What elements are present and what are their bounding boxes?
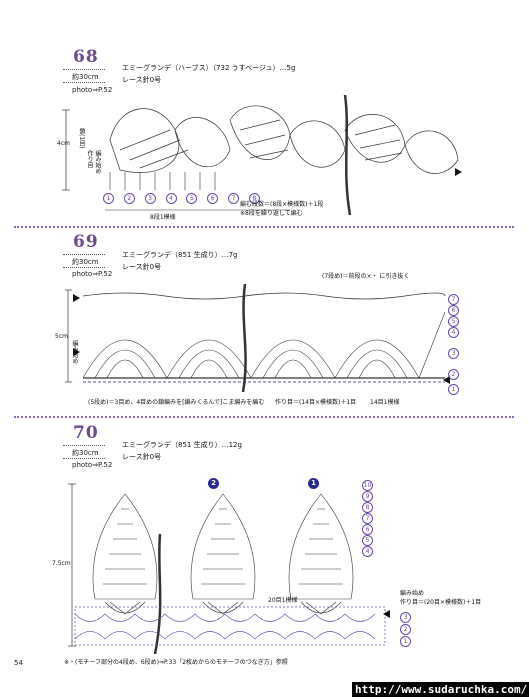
pattern-70-hook: レース針0号 (122, 453, 162, 461)
row-number: 7 (362, 513, 373, 524)
row-number: 6 (362, 524, 373, 535)
row-number: 2 (448, 369, 459, 380)
pattern-69-height: 5cm (55, 333, 68, 340)
pattern-70-footnote: ※・(モチーフ部分の4段め、6段め)⇒P.33「2枚めからのモチーフのつなぎ方」… (64, 659, 288, 666)
pattern-68-row-markers: 1 2 3 4 5 6 7 8 (103, 193, 260, 204)
row-number: 3 (144, 193, 156, 204)
pattern-69-repeat-label: 14目1模様 (370, 399, 400, 406)
row-number: 5 (448, 316, 459, 327)
pattern-70-foundation-note: 作り目＝(20目×模様数)＋1目 (400, 599, 482, 606)
row-number: 8 (248, 193, 260, 204)
pattern-70-size: 約30cm (72, 449, 99, 457)
row-number: 6 (207, 193, 219, 204)
watermark: http://www.sudaruchka.com/ (352, 682, 529, 697)
pattern-70-photo-ref: photo⇒P.52 (72, 461, 113, 469)
pattern-68-side-label: 編み始め (94, 150, 101, 174)
motif-label-2: 2 (208, 478, 219, 489)
page-number: 54 (14, 659, 23, 667)
pattern-68-number: 68 (73, 47, 99, 67)
pattern-69-size: 約30cm (72, 258, 99, 266)
row-number: 7 (448, 294, 459, 305)
pattern-70-yarn: エミーグランデ（851 生成り）…12g (122, 441, 242, 449)
row-number: 3 (400, 612, 411, 623)
pattern-68-side-label: 鎖(1目) (78, 128, 85, 149)
divider-dots (63, 254, 105, 255)
row-number: 10 (362, 480, 373, 491)
row-number: 3 (448, 348, 459, 359)
row-number: 2 (400, 624, 411, 635)
pattern-68-side-label: 作り目 (86, 150, 93, 168)
row-number: 9 (362, 491, 373, 502)
section-divider (14, 416, 514, 418)
divider-dots (63, 69, 105, 70)
pattern-70-start-note: 編み始め (400, 590, 425, 597)
pattern-69-yarn: エミーグランデ（851 生成り）…7g (122, 251, 238, 259)
row-number: 1 (103, 193, 114, 204)
pattern-68-height: 4cm (57, 140, 70, 147)
pattern-69-top-note: (7段め)＝前段の×・ に引き抜く (322, 273, 410, 280)
pattern-70-repeat-label: 20目1模様 (268, 597, 298, 604)
pattern-68-size: 約30cm (72, 73, 99, 81)
divider-dots (63, 458, 105, 459)
pattern-69-hook: レース針0号 (122, 263, 162, 271)
pattern-68-yarn: エミーグランデ（ハーブス）（732 うすベージュ）…5g (122, 64, 296, 72)
row-number: 5 (186, 193, 198, 204)
pattern-69-bottom-note: (5段め)＝3目め、4目めの鎖編みを[編みくるんで]こま編みを編む (88, 399, 265, 406)
pattern-68-repeat-label: 8段1模様 (150, 214, 176, 221)
pattern-69-foundation-note: 作り目＝(14目×模様数)＋1目 (275, 399, 357, 406)
row-number: 4 (448, 327, 459, 338)
pattern-68-chart (62, 94, 462, 216)
divider-dots (63, 82, 105, 83)
pattern-68-rows-note: 編む段数＝(8段×模様数)＋1段 (240, 201, 324, 208)
section-divider (14, 226, 514, 228)
row-number: 7 (228, 193, 240, 204)
pattern-68-repeat-note: ※8段を繰り返して編む (240, 210, 303, 217)
pattern-69-number: 69 (73, 232, 99, 252)
pattern-68-photo-ref: photo⇒P.52 (72, 86, 113, 94)
pattern-69-chart (65, 283, 450, 392)
pattern-70-chart (68, 483, 390, 654)
row-number: 2 (123, 193, 135, 204)
row-number: 1 (400, 636, 411, 647)
pattern-70-row-markers-base: 3 2 1 (400, 612, 414, 648)
row-number: 4 (165, 193, 177, 204)
pattern-70-height: 7.5cm (52, 560, 71, 567)
pattern-70-number: 70 (73, 423, 99, 443)
divider-dots (63, 267, 105, 268)
row-number: 1 (448, 384, 459, 395)
pattern-70-row-markers: 10 9 8 7 6 5 4 (362, 480, 376, 557)
divider-dots (63, 445, 105, 446)
row-number: 5 (362, 535, 373, 546)
pattern-69-row-markers: 7 6 5 4 3 2 1 (448, 294, 460, 395)
pattern-69-photo-ref: photo⇒P.52 (72, 270, 113, 278)
row-number: 8 (362, 502, 373, 513)
pattern-68-hook: レース針0号 (122, 76, 162, 84)
row-number: 4 (362, 546, 373, 557)
motif-label-1: 1 (308, 478, 319, 489)
row-number: 6 (448, 305, 459, 316)
